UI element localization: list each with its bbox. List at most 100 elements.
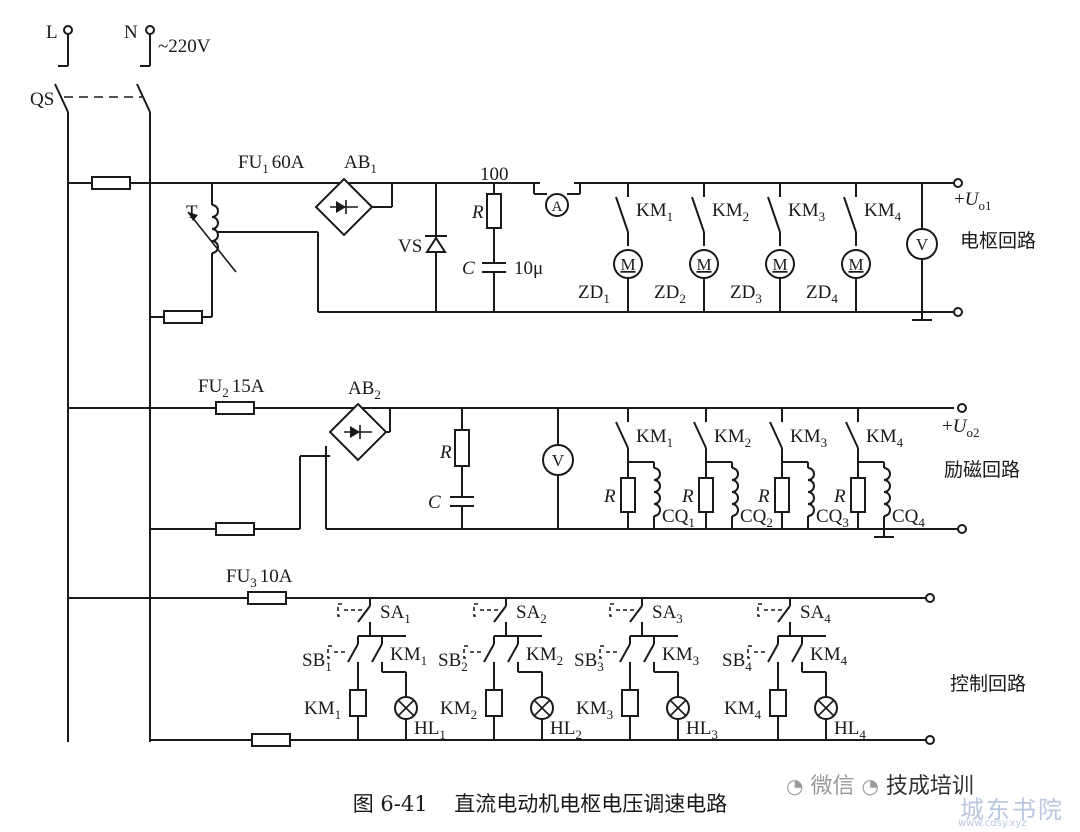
excitation-r-label: R	[439, 442, 452, 463]
ab2-label: AB2	[348, 378, 381, 402]
km-aux-label: KM4	[810, 644, 848, 668]
r-label: R	[603, 486, 616, 507]
ab1-label: AB1	[344, 152, 377, 176]
supply-voltage-label: ~220V	[158, 36, 211, 57]
km-coil-label: KM3	[576, 698, 613, 722]
vs-label: VS	[398, 236, 422, 257]
branch-resistor	[850, 477, 866, 513]
km-coil	[349, 689, 367, 717]
armature-c-label: C	[462, 258, 475, 279]
km-label: KM3	[788, 200, 825, 224]
zd-label: ZD4	[806, 282, 838, 306]
motor-symbol: M	[848, 255, 863, 274]
km-aux-label: KM3	[662, 644, 699, 668]
km-label: KM3	[790, 426, 827, 450]
r-value-label: 100	[480, 164, 509, 185]
sb-label: SB2	[438, 650, 468, 674]
sb-label: SB4	[722, 650, 752, 674]
field-coil	[731, 467, 739, 517]
field-coil	[807, 467, 815, 517]
excitation-return-fuse	[215, 522, 255, 536]
watermark-wechat: ◔ 微信 ◔ 技成培训	[786, 774, 974, 799]
branch-resistor	[774, 477, 790, 513]
watermark-site: 城东书院	[960, 796, 1064, 824]
armature-resistor	[486, 193, 502, 229]
motor-symbol: M	[620, 255, 635, 274]
km-aux-label: KM1	[390, 644, 427, 668]
branch-resistor	[620, 477, 636, 513]
km-coil	[769, 689, 787, 717]
qs-switch-label: QS	[30, 89, 54, 110]
cq-label: CQ1	[662, 506, 695, 530]
km-coil	[485, 689, 503, 717]
svg-text:V: V	[916, 235, 929, 254]
motor-symbol: M	[696, 255, 711, 274]
supply: L N ~220V QS	[30, 22, 211, 742]
cq-label: CQ3	[816, 506, 849, 530]
r-label: R	[681, 486, 694, 507]
branch-resistor	[698, 477, 714, 513]
sa-label: SA1	[380, 602, 411, 626]
km-label: KM2	[714, 426, 751, 450]
control-section-label: 控制回路	[950, 673, 1026, 695]
km-label: KM1	[636, 200, 673, 224]
r-label: R	[833, 486, 846, 507]
armature-section-label: 电枢回路	[960, 230, 1036, 252]
hl-label: HL3	[686, 718, 718, 742]
fu1-fuse	[91, 176, 131, 190]
km-label: KM4	[866, 426, 904, 450]
l-terminal-label: L	[46, 22, 58, 43]
km-coil	[621, 689, 639, 717]
motor-symbol: M	[772, 255, 787, 274]
field-coil	[883, 467, 891, 517]
uo2-label: +Uo2	[942, 416, 979, 440]
figure-title: 直流电动机电枢电压调速电路	[454, 792, 728, 816]
sb-label: SB1	[302, 650, 332, 674]
sa-label: SA2	[516, 602, 547, 626]
n-terminal-label: N	[124, 22, 138, 43]
km-label: KM1	[636, 426, 673, 450]
wechat-icon: ◔	[786, 774, 804, 798]
c-value-label: 10μ	[514, 258, 543, 279]
svg-text:V: V	[552, 451, 565, 470]
excitation-voltmeter-icon	[542, 444, 574, 476]
watermark-url: www.cdsy.xyz	[958, 818, 1027, 829]
sa-label: SA3	[652, 602, 683, 626]
sb-label: SB3	[574, 650, 604, 674]
km-coil-label: KM1	[304, 698, 341, 722]
hl-label: HL4	[834, 718, 866, 742]
fu3-fuse	[247, 591, 287, 605]
excitation-resistor	[454, 429, 470, 467]
excitation-section-label: 励磁回路	[944, 459, 1020, 481]
armature-return-fuse	[163, 310, 203, 324]
field-coil	[653, 467, 661, 517]
transformer-coil	[211, 204, 219, 254]
r-label: R	[757, 486, 770, 507]
km-coil-label: KM4	[724, 698, 762, 722]
km-coil-label: KM2	[440, 698, 477, 722]
uo1-label: +Uo1	[954, 189, 991, 213]
control-return-fuse	[251, 733, 291, 747]
cq-label: CQ2	[740, 506, 773, 530]
zd-label: ZD2	[654, 282, 686, 306]
excitation-c-label: C	[428, 492, 441, 513]
fu2-fuse	[215, 401, 255, 415]
svg-text:A: A	[552, 199, 563, 215]
